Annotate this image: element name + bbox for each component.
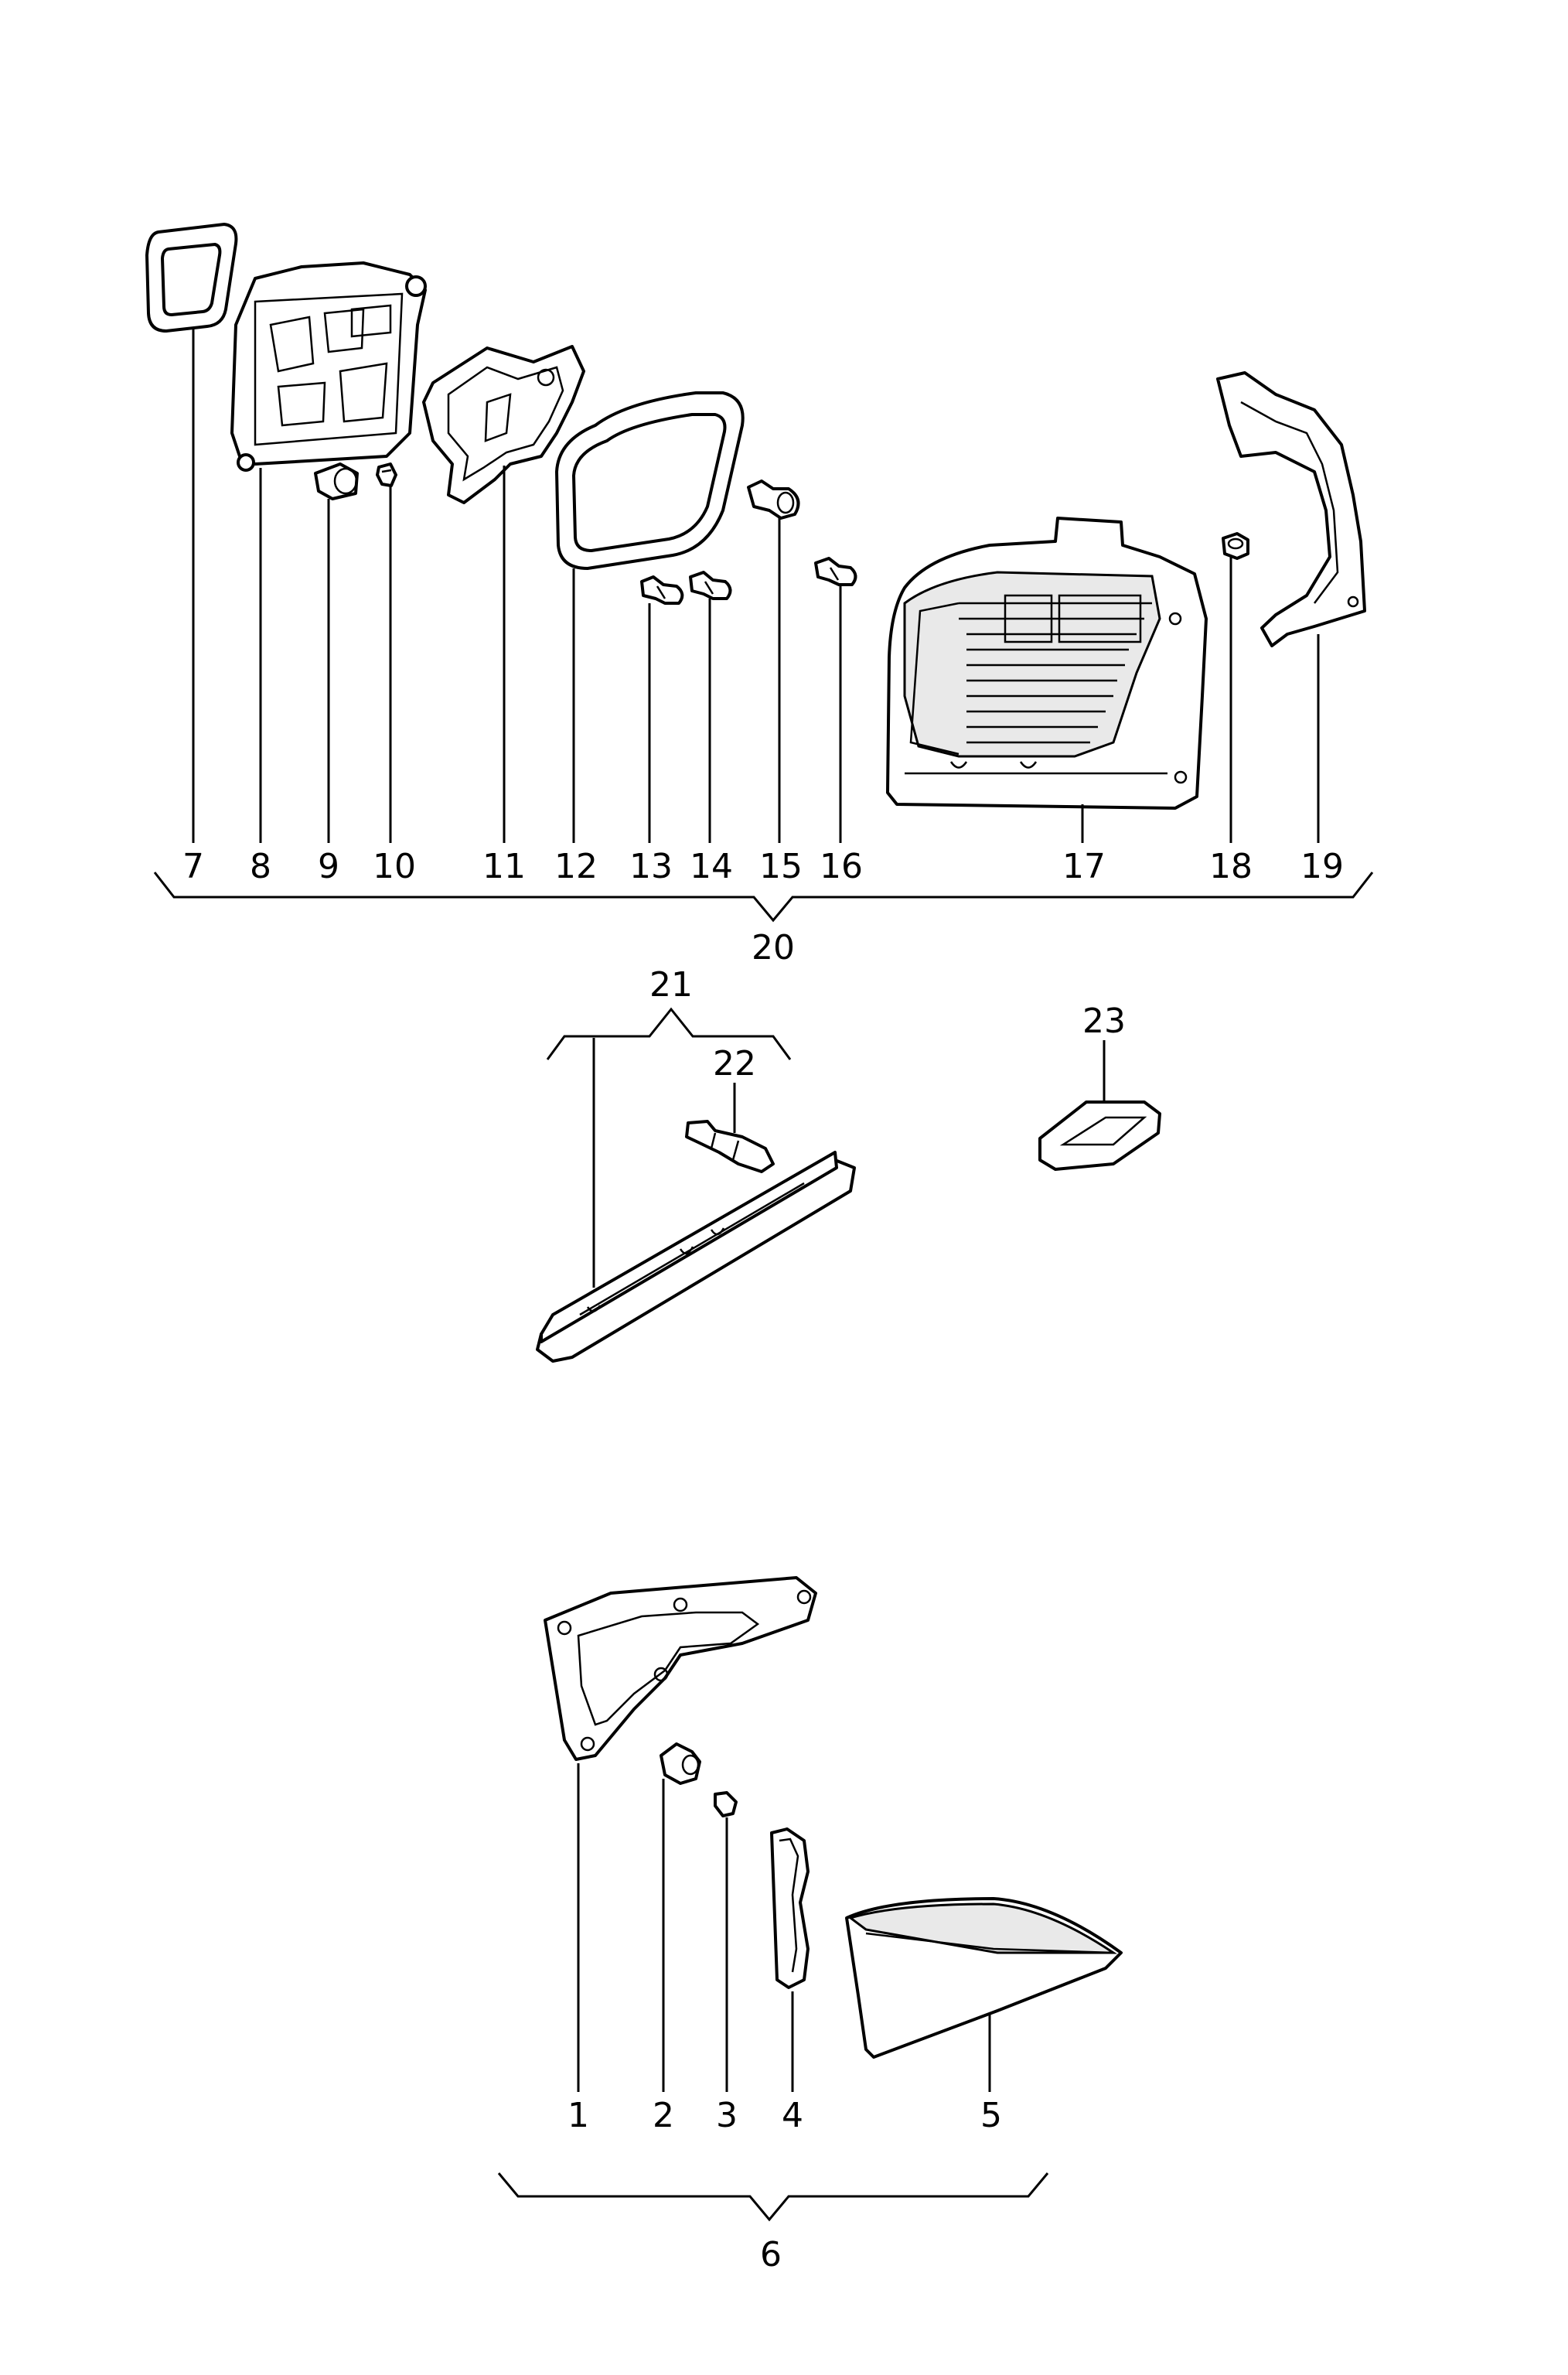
part-13-bulb	[640, 575, 684, 605]
part-5-lamp-lens	[845, 1897, 1123, 2059]
part-16-bulb	[814, 557, 857, 586]
callout-labels-group-20: 7 8 9 10 11 12 13 14 15 16 17 18 19	[182, 847, 1344, 886]
part-11-seal-frame	[422, 345, 585, 504]
callout-4: 4	[782, 2096, 803, 2135]
callout-10: 10	[373, 847, 416, 886]
callout-2: 2	[653, 2096, 674, 2135]
callout-11: 11	[482, 847, 526, 886]
callout-15: 15	[759, 847, 803, 886]
group-label-21: 21	[649, 965, 693, 1005]
callout-7: 7	[182, 847, 204, 886]
part-19-bracket	[1216, 371, 1366, 647]
part-7-gasket	[145, 223, 238, 333]
part-23-license-plate-lamp	[1038, 1100, 1161, 1171]
callout-18: 18	[1209, 847, 1253, 886]
part-8-bulb-holder-housing	[230, 261, 427, 472]
callout-23: 23	[1082, 1002, 1126, 1041]
callout-16: 16	[820, 847, 863, 886]
group-brace-20	[153, 872, 1374, 923]
callout-labels-group-6: 1 2 3 4 5	[568, 2096, 1002, 2135]
part-15-bulb	[747, 479, 800, 520]
part-9-bulb-socket	[314, 462, 359, 500]
group-brace-21	[546, 1007, 792, 1060]
part-22-bulb	[685, 1120, 775, 1173]
callout-1: 1	[568, 2096, 589, 2135]
part-2-socket	[660, 1742, 701, 1785]
leader-lines-group-20	[192, 329, 1320, 843]
part-4-seal-strip	[770, 1827, 810, 1989]
callout-17: 17	[1062, 847, 1106, 886]
group-brace-6	[497, 2172, 1049, 2222]
group-label-6: 6	[760, 2235, 782, 2274]
callout-8: 8	[250, 847, 271, 886]
part-17-tail-lamp	[886, 517, 1208, 810]
part-14-bulb	[689, 571, 732, 600]
part-1-gasket-plate	[544, 1576, 817, 1761]
part-12-gasket	[555, 391, 745, 570]
callout-9: 9	[318, 847, 339, 886]
callout-19: 19	[1300, 847, 1344, 886]
group-label-20: 20	[752, 928, 795, 967]
part-3-bulb	[714, 1791, 738, 1817]
callout-3: 3	[716, 2096, 738, 2135]
part-10-clip	[376, 462, 397, 487]
part-21-brake-light-bar	[536, 1151, 856, 1363]
callout-14: 14	[690, 847, 733, 886]
callout-12: 12	[554, 847, 598, 886]
callout-22: 22	[713, 1044, 756, 1083]
callout-13: 13	[629, 847, 673, 886]
callout-5: 5	[980, 2096, 1002, 2135]
part-18-nut	[1222, 532, 1249, 560]
